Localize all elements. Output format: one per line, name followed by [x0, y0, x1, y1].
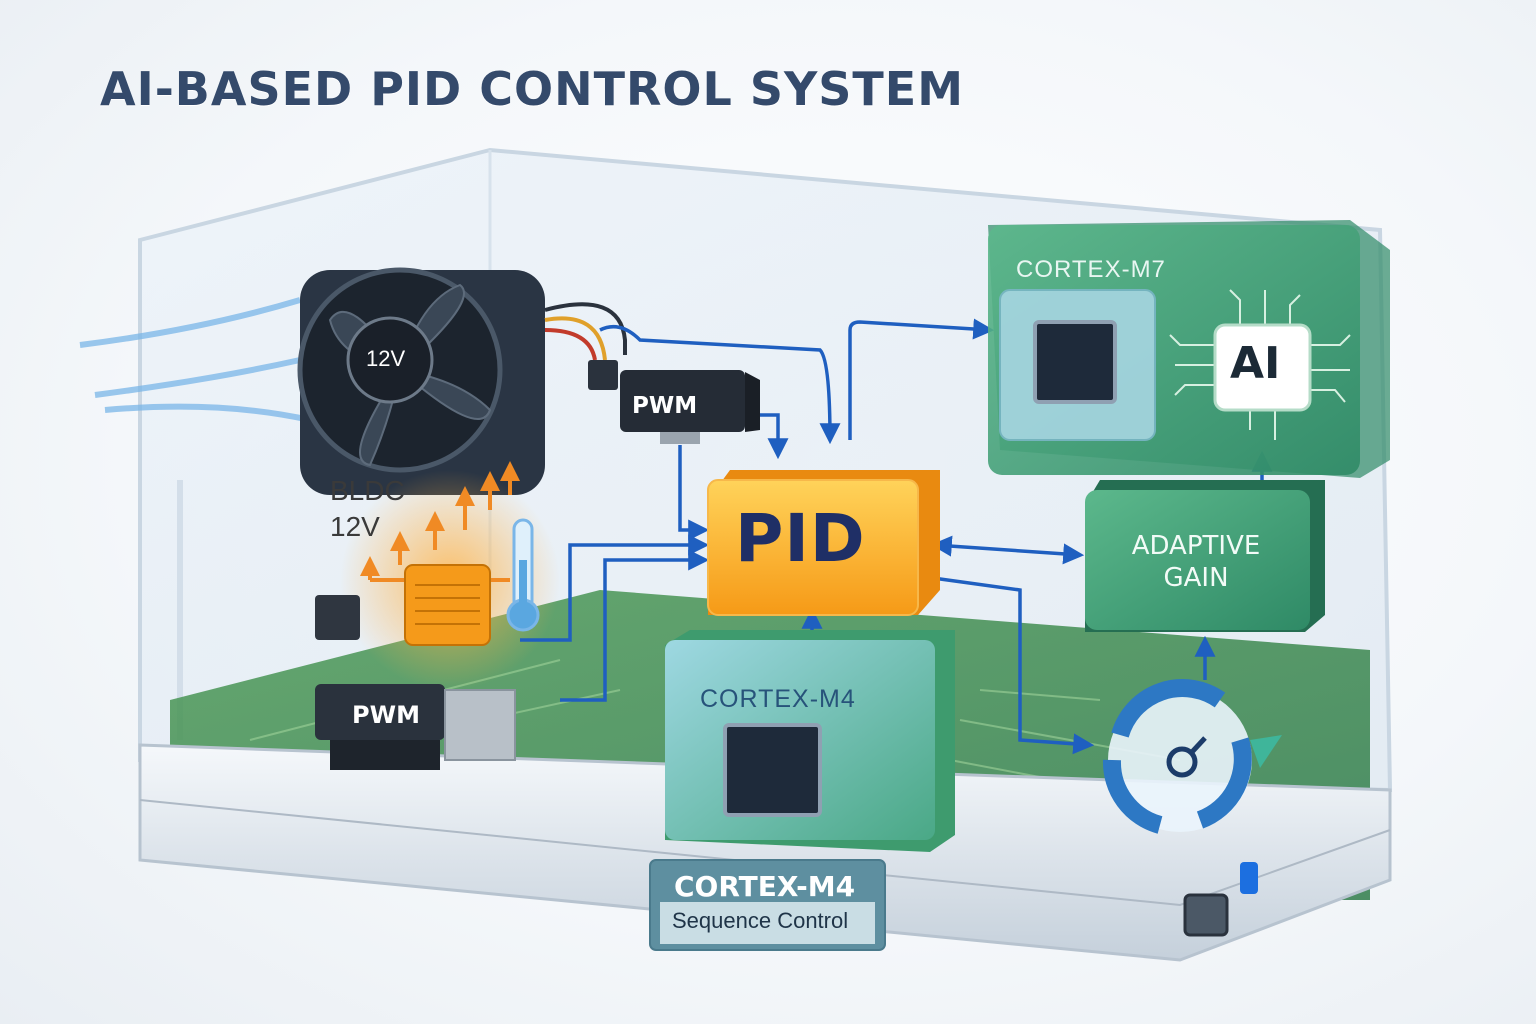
pwm-top-block	[620, 370, 760, 444]
thermometer	[506, 518, 540, 632]
ai-label: AI	[1230, 338, 1281, 389]
bldc-label: BLDC 12V	[330, 473, 405, 545]
pwm-top-label: PWM	[632, 393, 698, 419]
plate-title: CORTEX-M4	[674, 870, 856, 903]
bldc-fan	[297, 267, 545, 495]
ai-circuit-traces	[1169, 289, 1351, 440]
airflow-lines	[79, 297, 311, 423]
plate-subtitle: Sequence Control	[672, 908, 849, 933]
fan-voltage-label: 12V	[366, 346, 406, 371]
cortex-m7-module	[988, 220, 1390, 478]
front-plate-lower	[660, 902, 875, 944]
adaptive-gain-line1: ADAPTIVE	[1131, 531, 1261, 561]
power-connector	[315, 595, 360, 640]
fan-wires	[544, 302, 627, 361]
bldc-motor-label: BLDC	[330, 475, 405, 506]
feedback-loop-icon	[1102, 679, 1282, 834]
pid-label: PID	[735, 500, 866, 577]
usb-port[interactable]	[1183, 893, 1229, 937]
status-led	[1240, 862, 1258, 894]
fan-connector	[588, 360, 618, 390]
cortex-m7-label: CORTEX-M7	[1016, 256, 1166, 283]
signal-wires	[520, 318, 1273, 755]
pwm-bottom-block	[315, 684, 516, 770]
pid-block	[707, 470, 940, 616]
adaptive-gain-line2: GAIN	[1163, 563, 1229, 593]
pwm-bottom-label: PWM	[352, 701, 420, 729]
adaptive-gain-label: ADAPTIVE GAIN	[1094, 530, 1298, 594]
page-title: AI-BASED PID CONTROL SYSTEM	[100, 62, 964, 116]
cortex-m4-module	[665, 630, 955, 852]
relay-component	[404, 564, 491, 646]
bldc-voltage-label: 12V	[330, 511, 380, 542]
adaptive-gain-module	[1085, 480, 1325, 632]
cortex-m4-label: CORTEX-M4	[700, 685, 856, 713]
ai-chip	[1213, 323, 1312, 412]
